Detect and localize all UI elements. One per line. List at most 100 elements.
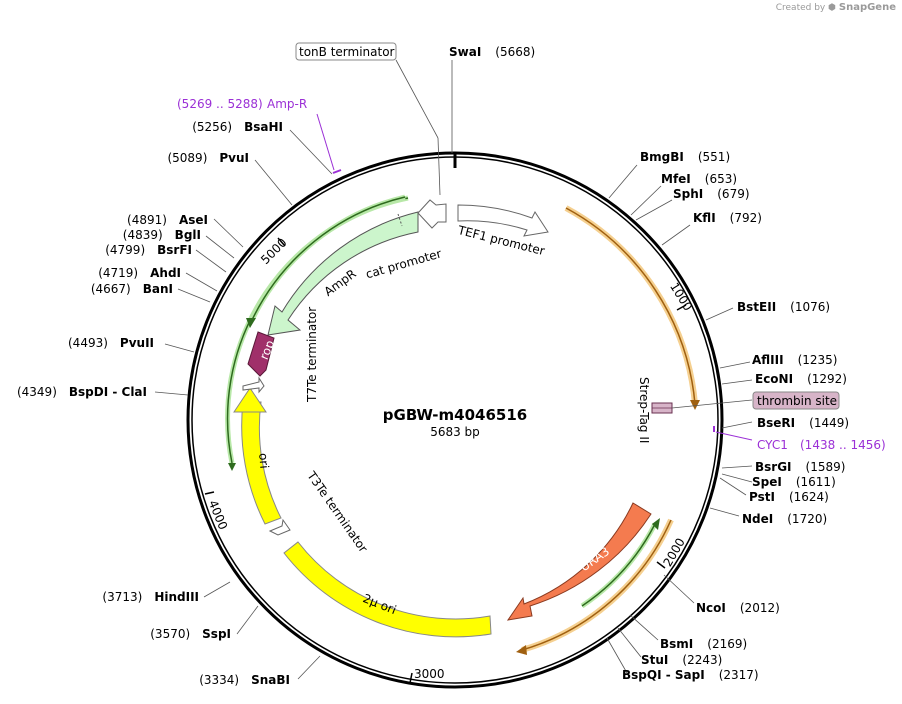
site-pos: (1076) [790,300,830,314]
site-pos: (3334) [199,673,239,687]
ori-label: ori [256,452,271,469]
site-snabi[interactable]: (3334)SnaBI [199,673,290,687]
site-mfei[interactable]: MfeI(653) [661,172,737,186]
credit-brand: SnapGene [838,2,896,13]
site-name: AhdI [150,266,181,280]
t3te-terminator-feature[interactable] [268,518,291,536]
t7te-terminator-label: T7Te terminator [305,307,319,403]
plasmid-name: pGBW-m4046516 [383,406,527,424]
strep-tag-label: Strep-Tag II [637,377,651,443]
site-bgli[interactable]: (4839)BglI [123,228,201,242]
tick-1000 [676,304,687,311]
site-name: BanI [143,282,173,296]
ura3-feature[interactable] [506,502,652,621]
site-name: BsrFI [157,243,192,257]
site-spei[interactable]: SpeI(1611) [752,475,836,489]
site-bsrgi[interactable]: BsrGI(1589) [755,460,845,474]
site-name: BsrGI [755,460,792,474]
site-name: SpeI [752,475,782,489]
green-track-upper [251,196,406,321]
site-name: AflIII [752,353,784,367]
site-name: PvuI [219,151,249,165]
site-name: BmgBI [640,150,684,164]
site-ncoi[interactable]: NcoI(2012) [696,601,780,615]
site-econi[interactable]: EcoNI (1292) [755,372,847,386]
site-pos: (4799) [105,243,145,257]
tick-3000 [409,672,413,684]
site-name: BsaHI [244,120,283,134]
site-pos: (3713) [102,590,142,604]
thrombin-leader [671,399,753,409]
green-track-upper-arrowhead [246,318,256,328]
site-bsrfi[interactable]: (4799) BsrFI [105,243,192,257]
cyc1-leader [715,431,753,441]
site-bmgbi[interactable]: BmgBI (551) [640,150,730,164]
tonb-terminator-label: tonB terminator [299,45,395,59]
green-track-bottom-arrowhead [652,518,660,530]
tef1-promoter-feature[interactable] [457,204,549,237]
t7te-terminator-feature[interactable] [242,376,265,394]
site-bsahi[interactable]: (5256)BsaHI [192,120,283,134]
site-bsteii[interactable]: BstEII(1076) [737,300,830,314]
tonb-callout-box[interactable] [295,42,397,61]
site-name: StuI [641,653,668,667]
site-swai[interactable]: SwaI(5668) [449,45,535,59]
site-pos: (4839) [123,228,163,242]
site-pos: (2169) [707,637,747,651]
site-psti[interactable]: PstI(1624) [749,490,829,504]
orange-track [565,207,696,405]
ampr-feature[interactable] [267,211,419,336]
thrombin-site-label: thrombin site [757,394,837,408]
site-name: BspQI - SapI [622,668,705,682]
site-pvuii[interactable]: (4493)PvuII [68,336,154,350]
site-pos: (5089) [167,151,207,165]
site-bani[interactable]: (4667) BanI [91,282,173,296]
site-pos: (4891) [127,213,167,227]
site-name: KflI [693,211,716,225]
site-pos: (4493) [68,336,108,350]
plasmid-length: 5683 bp [430,425,480,439]
site-pos: (2243) [682,653,722,667]
site-name: BseRI [757,416,795,430]
green-track-left-arrowhead [228,463,236,471]
site-kfli[interactable]: KflI (792) [693,211,762,225]
rop-feature[interactable] [247,331,275,377]
cyc1-label[interactable]: CYC1 [757,438,788,452]
tick-5000 [277,237,286,247]
site-bspqi-sapi[interactable]: BspQI - SapI(2317) [622,668,759,682]
ampr-small-range: (5269 .. 5288) [177,97,263,111]
site-bspdi-clai[interactable]: (4349)BspDI - ClaI [17,385,147,399]
ampr-small-label[interactable]: Amp-R [267,97,307,111]
site-pos: (1292) [807,372,847,386]
orange-track-glow [564,205,698,405]
site-sphi[interactable]: SphI(679) [673,187,750,201]
green-track-bottom [581,523,656,607]
site-afliii[interactable]: AflIII(1235) [752,353,837,367]
site-asei[interactable]: (4891)AseI [127,213,208,227]
cat-promoter-feature[interactable] [417,199,447,229]
tick-label-3000: 3000 [414,667,445,681]
ori-feature[interactable] [241,401,282,525]
tick-4000 [204,491,215,495]
site-ndei[interactable]: NdeI(1720) [742,512,827,526]
site-ahdi[interactable]: (4719)AhdI [98,266,181,280]
site-pos: (551) [698,150,730,164]
snapgene-logo-icon: ⬢ [828,3,836,13]
thrombin-callout-box[interactable] [752,391,840,410]
site-pos: (4667) [91,282,131,296]
orange-track-arrowhead [690,400,700,410]
two-mu-ori-feature[interactable] [283,541,492,638]
site-pos: (4349) [17,385,57,399]
site-name: EcoNI [755,372,793,386]
site-bseri[interactable]: BseRI(1449) [757,416,849,430]
credit-prefix: Created by [775,3,826,13]
site-stui[interactable]: StuI (2243) [641,653,722,667]
site-pos: (679) [717,187,749,201]
orange-track-bottom-arrowhead [516,645,527,655]
site-pvui[interactable]: (5089) PvuI [167,151,249,165]
site-hindiii[interactable]: (3713)HindIII [102,590,199,604]
ori-arrowhead [233,387,267,413]
site-bsmi[interactable]: BsmI(2169) [660,637,747,651]
site-pos: (792) [730,211,762,225]
site-sspi[interactable]: (3570)SspI [150,627,231,641]
